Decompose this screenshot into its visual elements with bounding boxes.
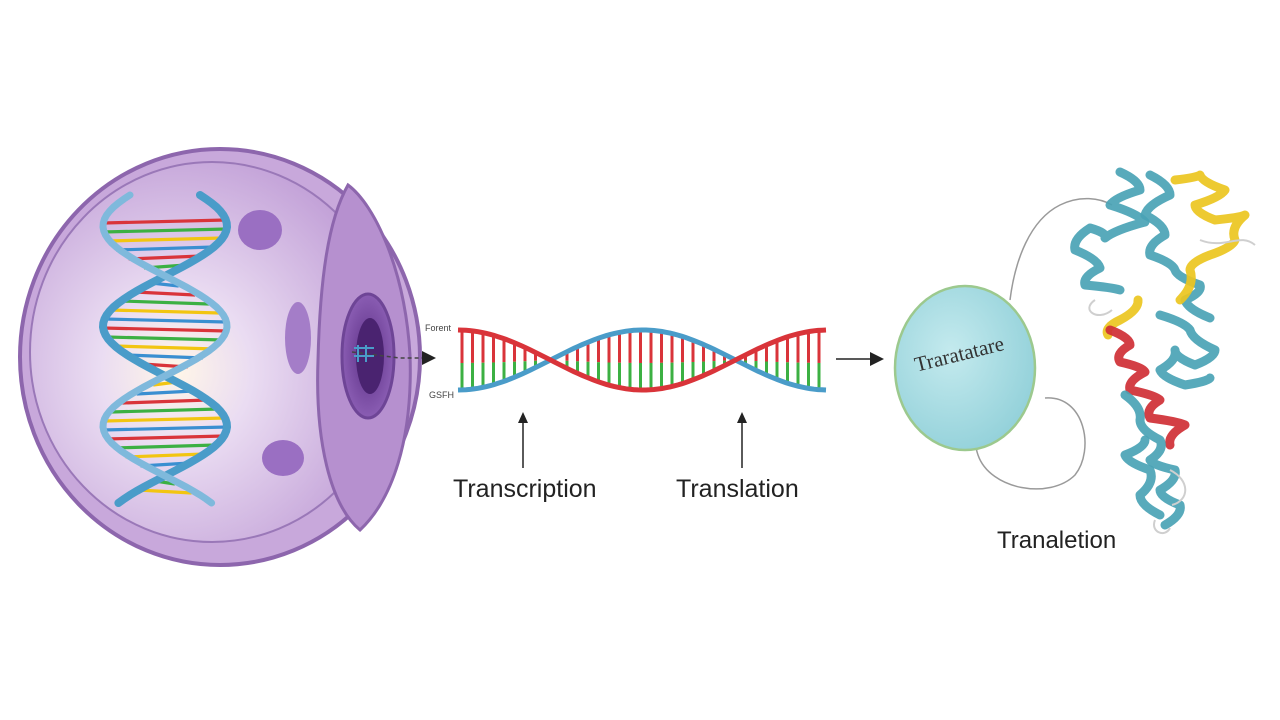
protein-ribbon [1070,167,1150,295]
translation-label-protein: Tranaletion [997,527,1117,554]
protein-coil [1088,239,1256,535]
dna-base-pair [113,443,217,450]
strand-bottom-label: GSFH [429,390,455,400]
dna-base-pair [122,398,208,405]
arrow-to-ribosome-icon [836,352,884,366]
protein-ribbon [1120,435,1165,520]
translation-label: Translation [676,475,799,503]
ribosome-icon [893,197,1113,490]
translation-arrow-icon [737,412,747,468]
protein-ribbon [1105,325,1190,450]
dna-base-pair [116,245,214,252]
cell-dna-helix-icon [98,191,232,507]
strand-backbone [457,327,827,393]
dna-base-pair [107,236,223,243]
dna-base-pair [111,407,219,414]
dna-base-pair [103,326,227,333]
cell-icon [18,147,422,567]
dna-base-pair [103,227,227,234]
dna-base-pair [120,299,210,306]
dna-base-pair [127,353,203,360]
dna-base-pair [110,308,220,315]
dna-base-pair [114,344,216,351]
strand-backbone [457,327,827,393]
dna-base-pair [104,317,226,324]
transcription-label: Transcription [453,475,597,503]
dna-base-pair [104,416,226,423]
ribosome-thread [1009,197,1113,301]
dna-base-pair [102,425,228,432]
dna-backbone [99,191,231,507]
protein-structure-icon [1070,167,1256,535]
organelle [262,440,304,476]
protein-ribbon [1170,170,1250,305]
protein-ribbon [1155,310,1220,390]
strand-top-label: Forent [425,323,452,333]
arrow-to-dna-icon [351,345,436,365]
dna-base-pair [104,218,226,225]
dna-strand-icon [457,327,827,393]
ribosome-body [893,284,1037,452]
dna-base-pair [138,488,192,495]
organelle [285,302,311,374]
dna-base-pair [125,452,205,459]
dna-base-pair [136,389,194,396]
protein-ribbon [1140,170,1215,323]
organelle [238,210,282,250]
dna-base-pair [106,335,224,342]
dna-base-pair [106,434,224,441]
dna-base-pair [128,254,202,261]
transcription-arrow-icon [518,412,528,468]
dna-backbone [98,191,232,507]
dna-base-pair [134,290,196,297]
